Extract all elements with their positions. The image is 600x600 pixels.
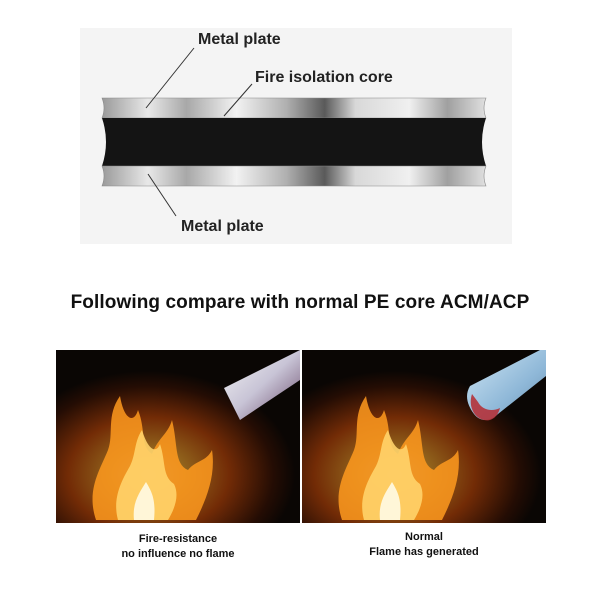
fire-resistant-panel-strip [224,350,300,420]
normal-panel-strip [467,350,546,420]
caption-normal: Normal Flame has generated [302,530,546,560]
fire-isolation-core [102,118,486,166]
comparison-heading: Following compare with normal PE core AC… [70,292,530,313]
metal-plate-top [101,97,487,119]
metal-plate-bottom [101,165,487,187]
cross-section-graphic [101,47,487,217]
caption-right-line1: Normal [405,531,443,543]
caption-left-line2: no influence no flame [121,548,235,560]
caption-right-line2: Flame has generated [369,546,479,558]
caption-left-line1: Fire-resistance [138,533,218,545]
leader-line-core [223,83,253,117]
normal-pe-core-test-photo [302,350,546,523]
leader-line-bottom [147,173,177,217]
label-metal-plate-top: Metal plate [198,31,281,48]
leader-line-top [145,47,195,109]
label-fire-isolation-core: Fire isolation core [255,69,393,86]
caption-fire-resistance: Fire-resistance no influence no flame [56,532,300,562]
melted-pe-core-edge [470,394,500,421]
panel-cross-section-diagram [80,28,512,244]
label-metal-plate-bottom: Metal plate [181,218,264,235]
fire-resistant-test-photo [56,350,300,523]
